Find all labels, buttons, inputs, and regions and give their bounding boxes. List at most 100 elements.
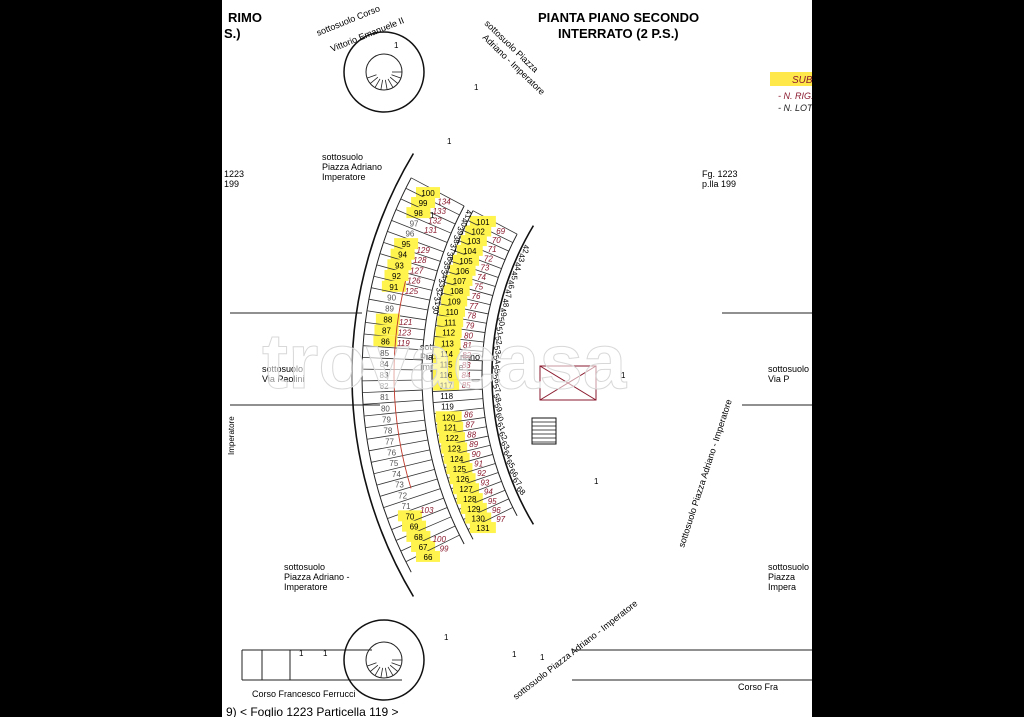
lot-number: 121 bbox=[399, 318, 412, 327]
stall-divider bbox=[400, 525, 456, 552]
stall-number: 90 bbox=[387, 294, 396, 303]
lot-number: 123 bbox=[398, 329, 412, 338]
stall-number: 101 bbox=[476, 218, 490, 227]
stall-divider bbox=[371, 287, 430, 301]
stall-number: 129 bbox=[467, 505, 481, 514]
stall-number: 122 bbox=[445, 434, 459, 443]
stall-number: 102 bbox=[472, 227, 486, 236]
parcel-left-2: 199 bbox=[224, 179, 239, 189]
stall-highlight bbox=[469, 522, 496, 534]
title-fragment-left: RIMO bbox=[228, 10, 262, 25]
stall-number: 119 bbox=[441, 403, 454, 412]
stall-highlight bbox=[460, 502, 487, 514]
stall-highlight bbox=[406, 207, 431, 219]
lot-number: 127 bbox=[410, 266, 424, 275]
stall-highlight bbox=[438, 305, 465, 317]
stall-number: 80 bbox=[381, 404, 390, 413]
watermark: trovacasa bbox=[262, 317, 627, 405]
stall-number: 91 bbox=[389, 283, 398, 292]
unit-marker: 1 bbox=[621, 371, 626, 380]
lot-number: 75 bbox=[474, 283, 483, 292]
stall-divider bbox=[383, 488, 441, 508]
via-paolini-label-2: Via Paolini bbox=[262, 374, 304, 384]
stall-number: 83 bbox=[380, 371, 389, 380]
lot-number: 94 bbox=[484, 488, 493, 497]
floor-plan-drawing: RIMO S.) PIANTA PIANO SECONDO INTERRATO … bbox=[224, 3, 812, 717]
stall-number: 67 bbox=[419, 543, 428, 552]
area-label-upper-left-2: Piazza Adriano bbox=[322, 162, 382, 172]
stall-highlight bbox=[375, 313, 400, 325]
via-paolini-label-1: sottosuolo bbox=[262, 364, 303, 374]
footer-caption: 9) < Foglio 1223 Particella 119 > bbox=[226, 705, 399, 717]
stall-highlight bbox=[416, 187, 441, 199]
stall-number: 121 bbox=[443, 424, 457, 433]
stair-step bbox=[387, 78, 394, 88]
aisle-number: 32 bbox=[434, 287, 444, 297]
stall-number: 85 bbox=[380, 349, 389, 358]
stall-number: 111 bbox=[444, 318, 457, 327]
wall-number: 49 bbox=[498, 307, 508, 318]
stall-number: 117 bbox=[440, 382, 453, 391]
wall-number: 58 bbox=[491, 392, 503, 404]
aisle-number: 40 bbox=[459, 218, 469, 228]
lot-number: 103 bbox=[420, 506, 434, 515]
stall-highlight bbox=[402, 520, 427, 532]
stall-highlight bbox=[435, 411, 462, 423]
parcel-left-1: 1223 bbox=[224, 169, 244, 179]
lot-number: 133 bbox=[433, 207, 447, 216]
stall-number: 125 bbox=[453, 465, 467, 474]
stall-highlight bbox=[433, 358, 460, 370]
stall-highlight bbox=[449, 264, 476, 276]
aisle-number: 41 bbox=[463, 209, 473, 219]
title-line-1: PIANTA PIANO SECONDO bbox=[538, 10, 699, 25]
lot-number: 70 bbox=[492, 236, 501, 245]
lot-number: 88 bbox=[467, 430, 476, 439]
outer-row-outer-edge bbox=[361, 177, 412, 573]
stall-number: 114 bbox=[440, 350, 453, 359]
legend-highlight bbox=[770, 72, 812, 86]
lot-number: 84 bbox=[462, 371, 471, 380]
stall-number: 127 bbox=[459, 485, 473, 494]
wall-number: 52 bbox=[493, 335, 504, 346]
crossed-stall bbox=[539, 365, 597, 401]
parcel-right-2: p.lla 199 bbox=[702, 179, 736, 189]
stall-highlight bbox=[437, 316, 464, 328]
stall-divider bbox=[376, 469, 435, 486]
area-label-lower-right-3: Impera bbox=[768, 582, 796, 592]
stair-step bbox=[369, 76, 379, 84]
stall-number: 126 bbox=[456, 475, 470, 484]
stall-divider bbox=[362, 389, 423, 393]
aisle-number: 30 bbox=[430, 305, 440, 316]
stall-number: 72 bbox=[398, 491, 407, 500]
red-centerline bbox=[393, 280, 412, 489]
lot-number: 97 bbox=[496, 515, 505, 524]
stall-highlight bbox=[438, 432, 465, 444]
stair-step bbox=[369, 664, 379, 672]
stall-number: 110 bbox=[446, 308, 459, 317]
stall-divider bbox=[395, 209, 452, 234]
stall-highlight bbox=[381, 280, 406, 292]
stall-number: 131 bbox=[476, 524, 490, 533]
stall-number: 124 bbox=[450, 455, 464, 464]
stall-number: 93 bbox=[395, 261, 404, 270]
stall-number: 79 bbox=[382, 415, 391, 424]
stall-number: 92 bbox=[392, 272, 401, 281]
lot-number: 69 bbox=[496, 227, 505, 236]
aisle-number: 33 bbox=[437, 278, 447, 288]
stall-highlight bbox=[465, 225, 492, 237]
lot-number: 90 bbox=[472, 450, 481, 459]
stall-highlight bbox=[384, 270, 409, 282]
lot-number: 100 bbox=[433, 535, 447, 544]
stall-highlight bbox=[465, 512, 492, 524]
area-label-lower-right-2: Piazza bbox=[768, 572, 795, 582]
stall-highlight bbox=[441, 295, 468, 307]
stall-number: 104 bbox=[463, 247, 477, 256]
wall-number: 50 bbox=[496, 317, 506, 328]
area-label-upper-left-3: Imperatore bbox=[322, 172, 366, 182]
stall-highlight bbox=[460, 235, 487, 247]
stall-highlight bbox=[456, 244, 483, 256]
lot-number: 95 bbox=[488, 497, 497, 506]
stall-highlight bbox=[437, 421, 464, 433]
unit-marker: 1 bbox=[474, 83, 479, 92]
stall-number: 86 bbox=[381, 338, 390, 347]
